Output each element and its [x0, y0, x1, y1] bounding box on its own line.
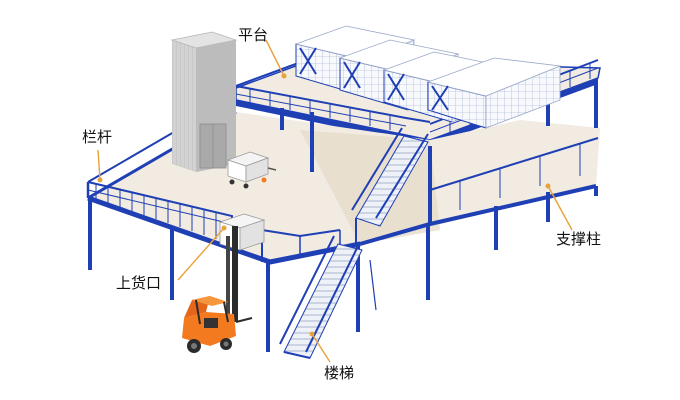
railing-leader: [97, 149, 101, 181]
forklift: [182, 226, 253, 353]
support-column-leader: [547, 185, 573, 231]
loading-port-label: 上货口: [116, 274, 162, 292]
rack: [426, 57, 562, 129]
freight-lift: [170, 31, 238, 172]
platform-leader: [265, 39, 285, 77]
support-columns: [88, 80, 598, 352]
support-column-label: 支撑柱: [556, 230, 602, 248]
lower-stairs: [279, 235, 377, 359]
railing-label: 栏杆: [82, 128, 113, 146]
stairs-label: 楼梯: [324, 364, 355, 382]
stairs-leader: [311, 333, 331, 363]
platform-label: 平台: [238, 26, 269, 44]
main-deck: [87, 110, 600, 265]
cart: [226, 151, 277, 189]
storage-racks: [294, 25, 562, 129]
upper-stairs: [351, 127, 429, 244]
loading-port-leader: [177, 227, 225, 281]
callout-lines: [97, 39, 573, 363]
